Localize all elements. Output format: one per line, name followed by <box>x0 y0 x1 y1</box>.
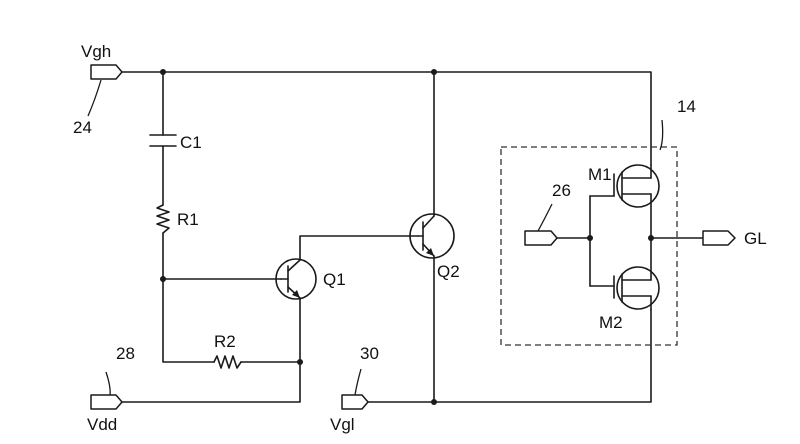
mosfet-m1 <box>614 165 659 238</box>
resistor-r2 <box>214 356 241 368</box>
vgh-port <box>91 65 122 79</box>
ref-14-label: 14 <box>677 97 696 116</box>
vgh-label: Vgh <box>81 42 111 61</box>
ref-30-label: 30 <box>360 344 379 363</box>
gl-label: GL <box>744 229 767 248</box>
vgl-label: Vgl <box>330 415 355 434</box>
q2-label: Q2 <box>437 262 460 281</box>
vgl-port <box>342 395 368 409</box>
m2-label: M2 <box>599 313 623 332</box>
c1-label: C1 <box>180 133 202 152</box>
ref-24-label: 24 <box>73 118 92 137</box>
ref-26-label: 26 <box>552 181 571 200</box>
input-26-port <box>525 231 557 245</box>
ref-28-label: 28 <box>116 344 135 363</box>
r1-label: R1 <box>177 210 199 229</box>
mosfet-m2 <box>614 238 659 310</box>
junction-dots <box>160 69 654 405</box>
capacitor-c1 <box>150 135 176 146</box>
vdd-label: Vdd <box>87 415 117 434</box>
vdd-port <box>91 395 122 409</box>
q1-label: Q1 <box>323 270 346 289</box>
transistor-q1 <box>276 259 316 299</box>
resistor-r1 <box>157 205 169 233</box>
m1-label: M1 <box>588 165 612 184</box>
gl-port <box>703 231 735 245</box>
r2-label: R2 <box>214 332 236 351</box>
wires <box>122 72 703 402</box>
